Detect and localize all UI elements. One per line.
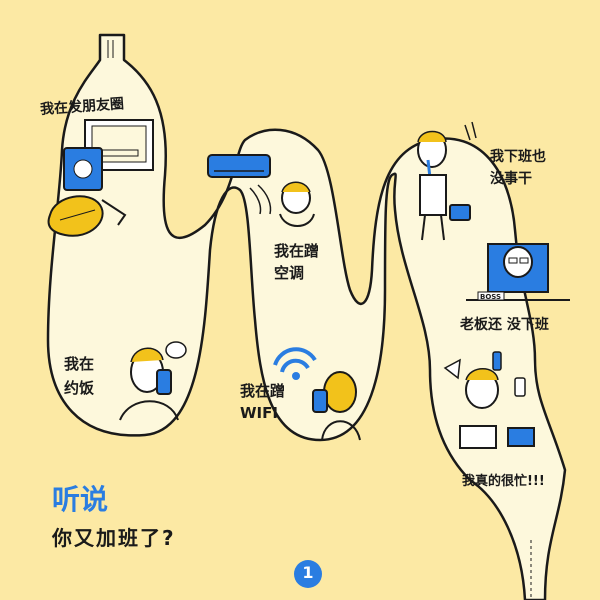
wifi-person bbox=[273, 347, 361, 441]
page-number: 1 bbox=[302, 563, 314, 582]
boss-desk-tag: BOSS bbox=[480, 293, 502, 301]
title-line2: 你又加班了? bbox=[52, 526, 176, 550]
computer-scene bbox=[47, 119, 154, 237]
date-person bbox=[119, 341, 187, 421]
air-conditioner bbox=[207, 154, 272, 215]
title-line1: 听说 bbox=[52, 483, 109, 516]
caption-busy: 我真的很忙!!! bbox=[462, 474, 545, 489]
caption-ac: 我在蹭 空调 bbox=[274, 242, 320, 282]
page-number-badge bbox=[294, 560, 322, 588]
busy-person bbox=[443, 351, 535, 449]
caption-boss: 老板还 没下班 bbox=[460, 317, 549, 333]
person-ac bbox=[279, 181, 315, 227]
caption-wifi: 我在蹭 WIFI bbox=[240, 382, 286, 422]
caption-offwork: 我下班也 没事干 bbox=[490, 149, 546, 187]
boss-scene bbox=[466, 243, 570, 301]
office-worker bbox=[417, 121, 477, 241]
caption-date: 我在 约饭 bbox=[64, 355, 95, 397]
